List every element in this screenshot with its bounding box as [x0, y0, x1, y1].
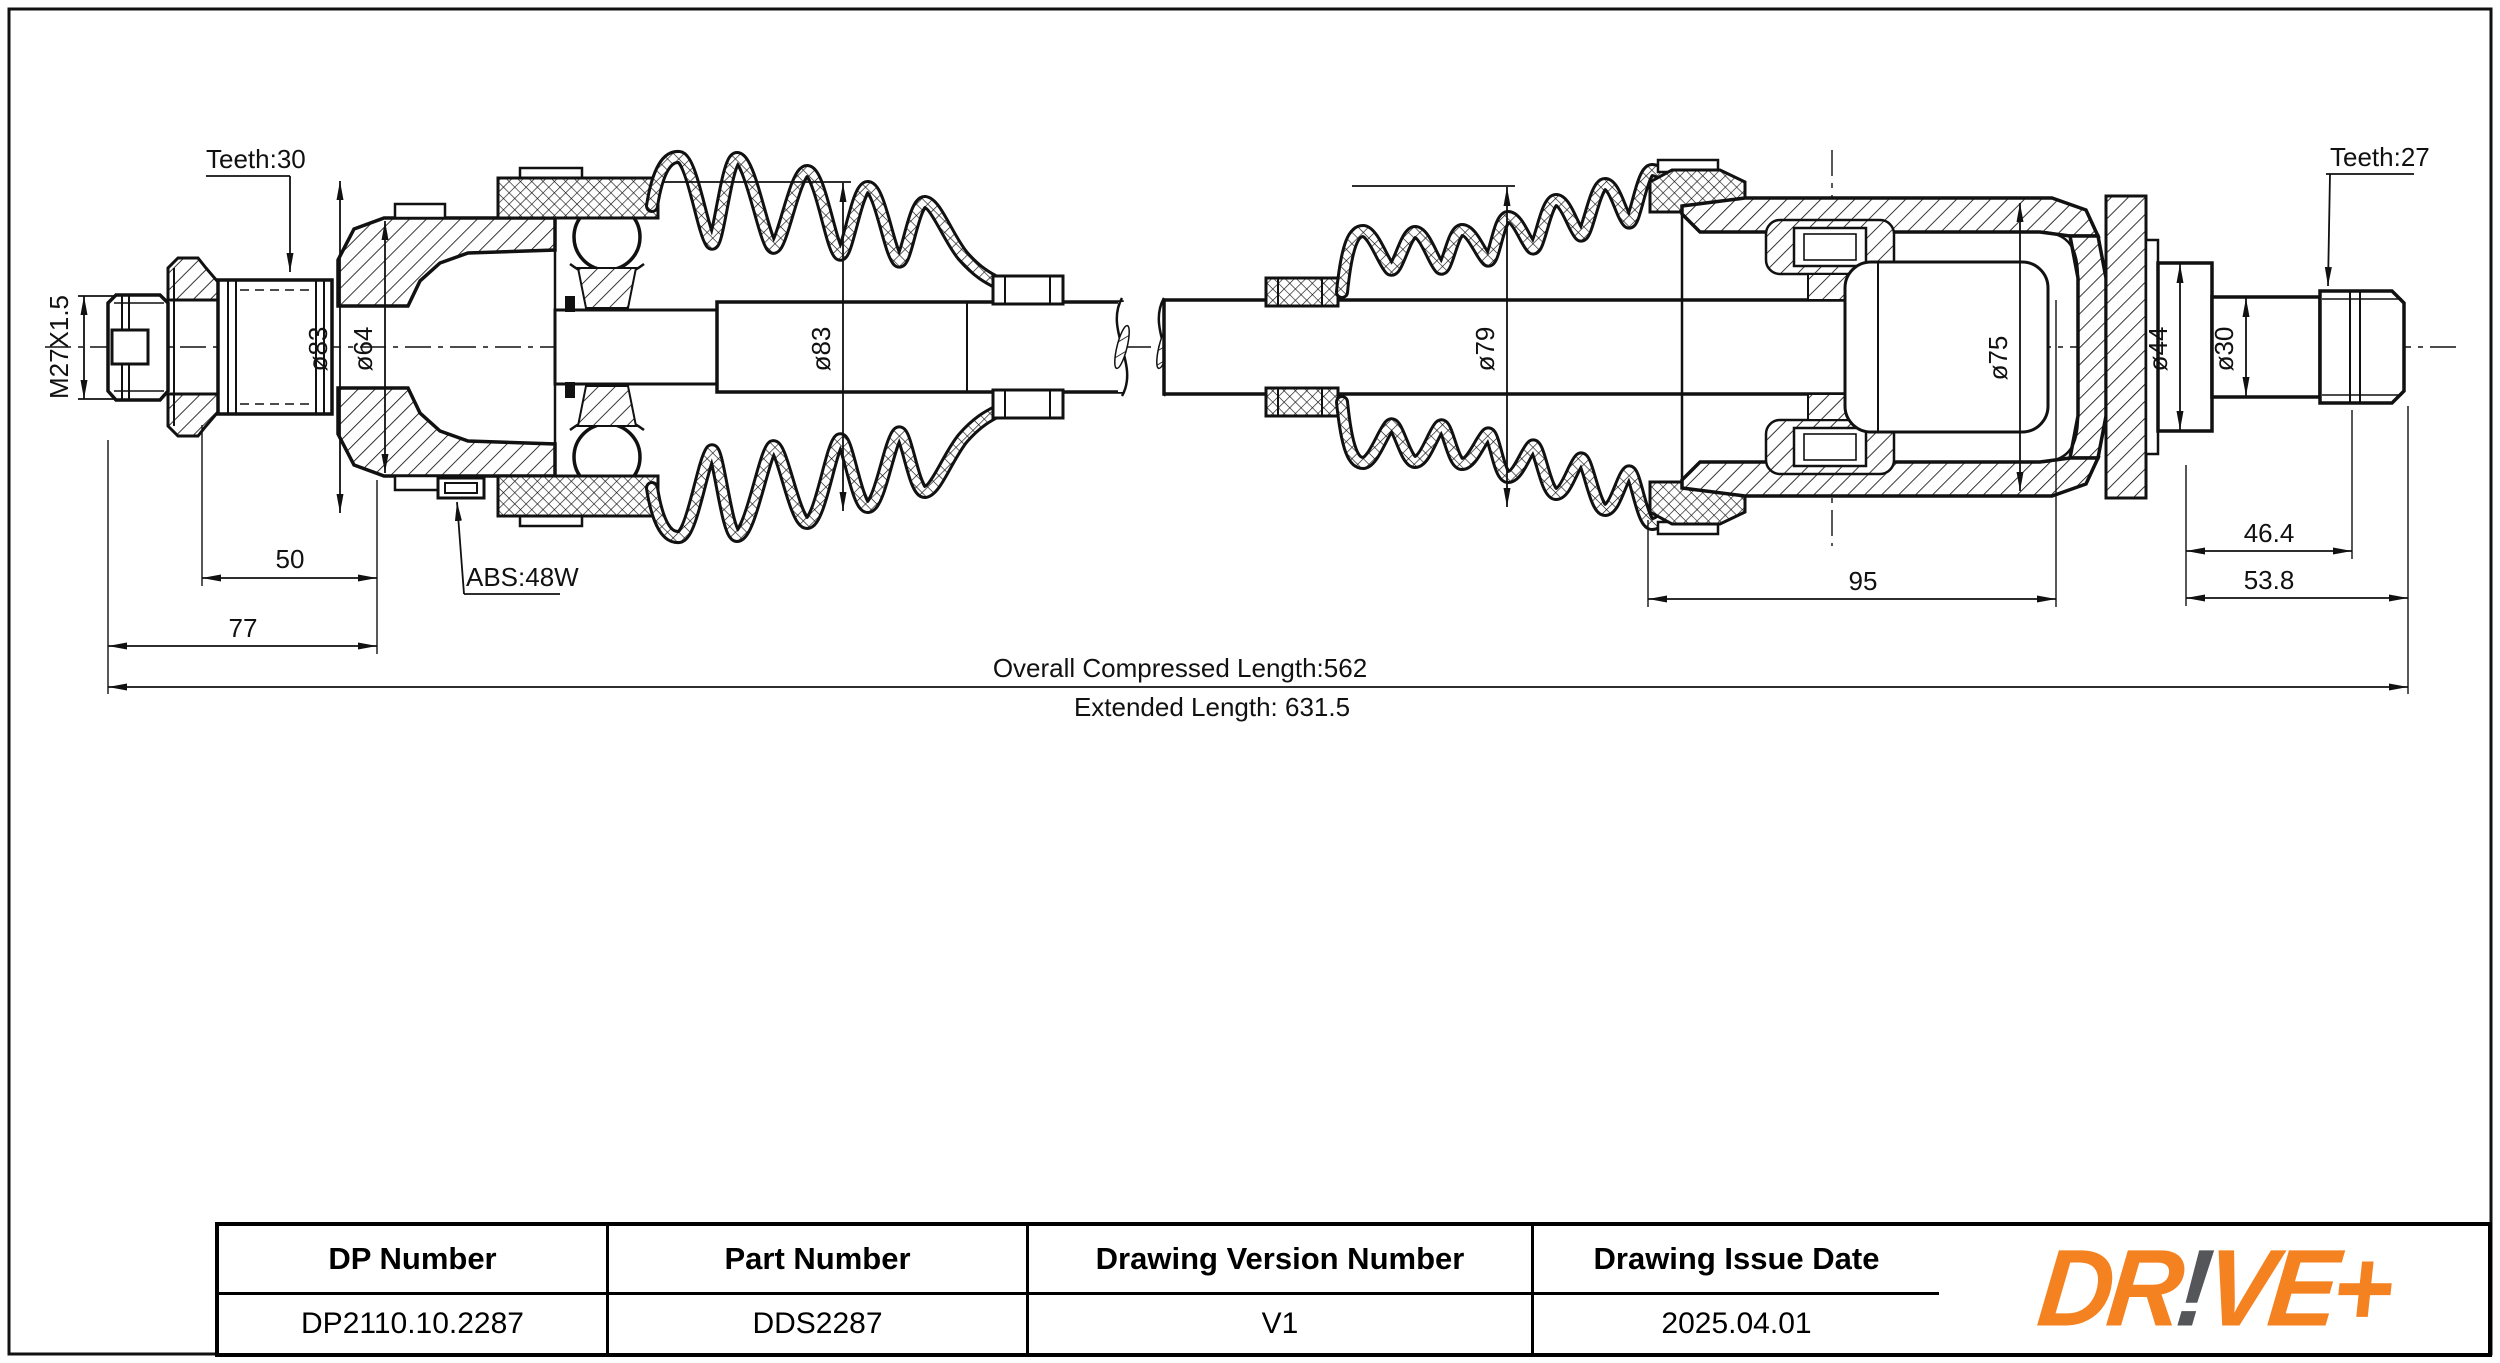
- label-extended: Extended Length: 631.5: [1074, 692, 1350, 722]
- drive-plus-logo: DR!VE+: [2033, 1227, 2394, 1352]
- label-teeth-right: Teeth:27: [2330, 142, 2430, 172]
- logo-part-dr: DR: [2032, 1228, 2185, 1350]
- left-boot-bellows: [645, 150, 1005, 544]
- title-value-dp-number: DP2110.10.2287: [219, 1295, 609, 1353]
- left-cv-joint-housing: [336, 194, 719, 500]
- label-dia-64: ø64: [348, 327, 378, 372]
- title-value-part-number: DDS2287: [609, 1295, 1029, 1353]
- label-dia-44: ø44: [2143, 327, 2173, 372]
- label-dia-83-boot: ø83: [806, 327, 836, 372]
- label-dia-79: ø79: [1470, 327, 1500, 372]
- shaft-right: [1162, 276, 1866, 418]
- label-dim-77: 77: [229, 613, 258, 643]
- label-teeth-left: Teeth:30: [206, 144, 306, 174]
- right-joint-housing: [1680, 196, 2108, 498]
- label-dim-50: 50: [276, 544, 305, 574]
- label-thread-left: M27X1.5: [44, 295, 74, 399]
- label-abs-ring: ABS:48W: [466, 562, 579, 592]
- label-dia-30: ø30: [2209, 327, 2239, 372]
- label-dim-95: 95: [1849, 566, 1878, 596]
- left-stub-shaft: [106, 256, 334, 438]
- label-overall-compressed: Overall Compressed Length:562: [993, 653, 1367, 683]
- left-boot-clamp-big: [496, 166, 660, 528]
- title-value-issue-date: 2025.04.01: [1534, 1295, 1939, 1353]
- logo-part-ve-plus: VE+: [2199, 1228, 2395, 1350]
- brand-logo: DR!VE+: [1939, 1226, 2488, 1353]
- title-header-issue-date: Drawing Issue Date: [1534, 1226, 1939, 1295]
- dimension-lines: [78, 173, 2414, 694]
- label-dim-46-4: 46.4: [2244, 518, 2295, 548]
- label-dia-75: ø75: [1983, 336, 2013, 381]
- title-block: DP Number Part Number Drawing Version Nu…: [215, 1222, 2492, 1357]
- title-value-drawing-version: V1: [1029, 1295, 1534, 1353]
- title-header-drawing-version: Drawing Version Number: [1029, 1226, 1534, 1295]
- label-dim-53-8: 53.8: [2244, 565, 2295, 595]
- dimension-labels: Teeth:30 M27X1.5 ø83 ø64 ø83 ø79 ø75 ø44…: [44, 142, 2430, 722]
- right-stub-shaft: [2104, 194, 2406, 500]
- shaft-left: [715, 274, 1124, 420]
- title-header-part-number: Part Number: [609, 1226, 1029, 1295]
- title-header-dp-number: DP Number: [219, 1226, 609, 1295]
- label-dia-83-joint: ø83: [303, 327, 333, 372]
